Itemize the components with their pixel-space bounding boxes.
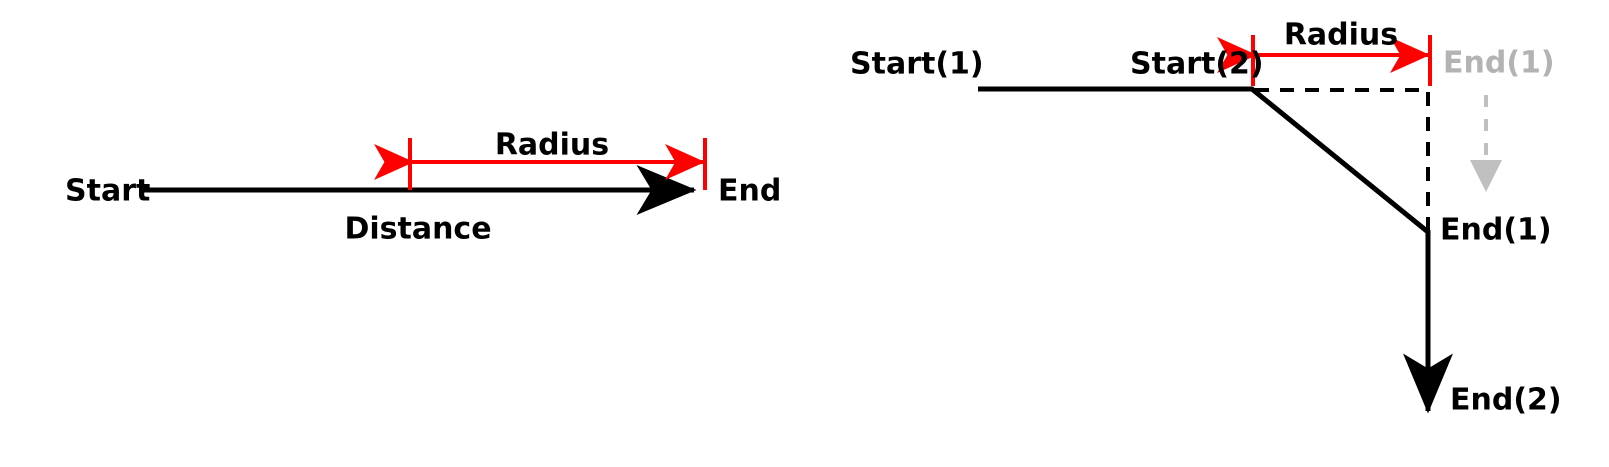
label-distance: Distance [344, 212, 491, 247]
label-radius-right-panel: Radius [1284, 18, 1398, 53]
label-end-1-ghost: End(1) [1443, 46, 1555, 81]
original-corner-dashed [1255, 88, 1430, 232]
label-start: Start [65, 174, 150, 209]
label-start-1: Start(1) [850, 47, 984, 82]
panel-two-segment-corner: Start(1) Start(2) Radius End(1) End(1) E… [850, 18, 1562, 418]
label-start-2: Start(2) [1130, 47, 1264, 82]
path-segment-polyline [978, 86, 1430, 234]
panel-single-segment: Start End Radius Distance [65, 128, 781, 247]
label-end-2: End(2) [1450, 383, 1562, 418]
label-end-1: End(1) [1440, 213, 1552, 248]
label-end: End [718, 174, 781, 209]
label-radius-left-panel: Radius [495, 128, 609, 163]
